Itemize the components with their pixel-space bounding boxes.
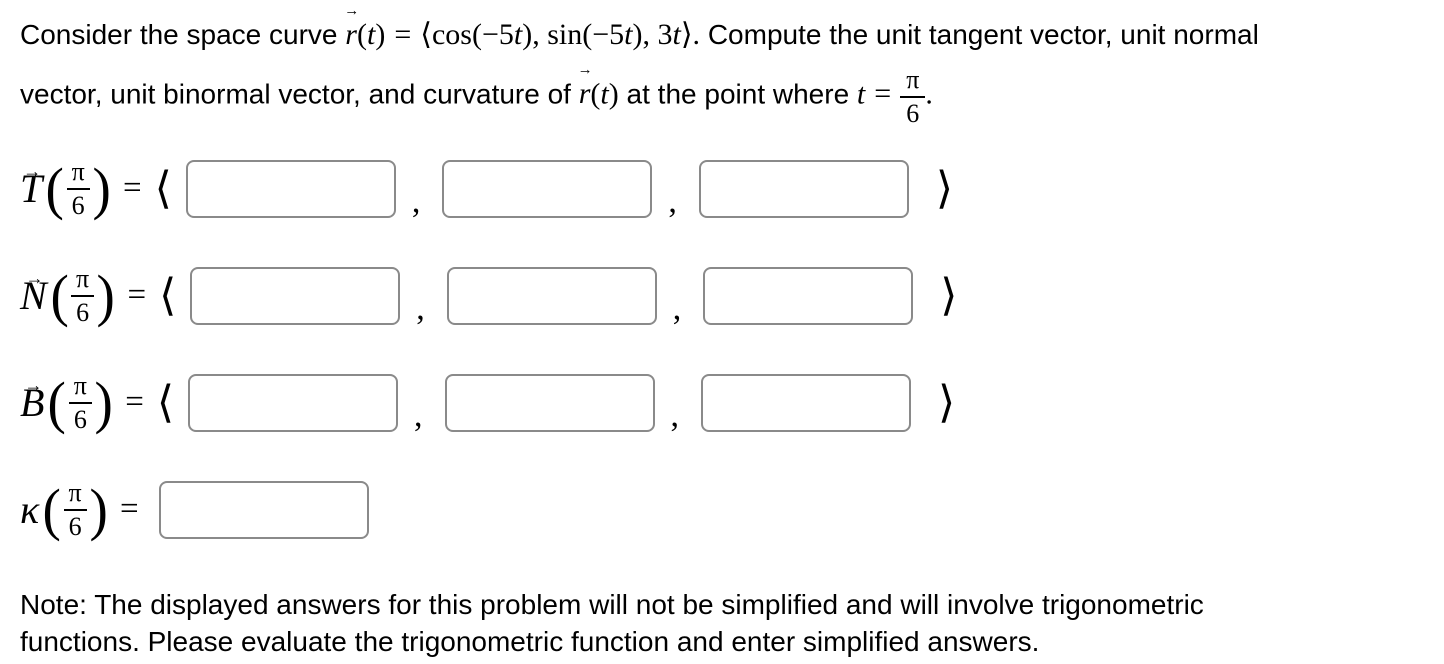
fraction-numerator: π — [68, 372, 92, 405]
t-variable: t — [366, 18, 376, 51]
right-angle-bracket: ⟩ — [938, 377, 956, 427]
big-right-paren: ) — [92, 155, 111, 221]
big-right-paren: ) — [89, 476, 108, 542]
fraction-denominator: 6 — [906, 99, 920, 129]
curvature-input[interactable] — [158, 480, 369, 539]
vector-arrow-icon: → — [24, 375, 43, 396]
equals-sign: = — [394, 18, 412, 51]
statement-line-2: vector, unit binormal vector, and curvat… — [20, 63, 1424, 129]
big-left-paren: ( — [45, 155, 65, 221]
equals-sign: = — [127, 277, 147, 314]
fraction-denominator: 6 — [71, 191, 85, 221]
t-variable: t — [513, 18, 523, 51]
comma-separator: , — [414, 396, 423, 434]
big-right-paren: ) — [94, 369, 113, 435]
left-angle-bracket: ⟨ — [159, 270, 177, 320]
fraction-denominator: 6 — [73, 405, 87, 435]
period: . — [692, 18, 701, 51]
normal-x-input[interactable] — [190, 266, 401, 325]
note-text: Note: The displayed answers for this pro… — [20, 586, 1424, 660]
problem-statement: Consider the space curve →r(t)=⟨cos(−5t)… — [20, 4, 1424, 129]
t-variable: t — [600, 77, 609, 111]
component-3-text: ), 3 — [632, 18, 673, 51]
statement-line-1: Consider the space curve →r(t)=⟨cos(−5t)… — [20, 4, 1424, 60]
tangent-x-input[interactable] — [185, 159, 396, 218]
r-vector-symbol: →r — [344, 4, 359, 60]
kappa-letter: κ — [20, 486, 40, 532]
note-line-1: Note: The displayed answers for this pro… — [20, 588, 1204, 620]
component-1-text: cos(−5 — [431, 18, 514, 51]
vector-arrow-icon: → — [344, 3, 360, 19]
comma-separator: , — [411, 182, 421, 220]
B-vector-symbol: →B — [20, 376, 45, 425]
equals-sign: = — [125, 384, 144, 421]
statement-where-text: at the point where — [626, 78, 850, 110]
N-vector-symbol: →N — [20, 269, 47, 318]
normal-y-input[interactable] — [446, 266, 657, 325]
fraction-numerator: π — [71, 265, 95, 298]
comma-separator: , — [670, 396, 680, 434]
t-variable: t — [672, 18, 681, 51]
component-2-text: ), sin(−5 — [522, 18, 625, 51]
normal-z-input[interactable] — [703, 266, 914, 325]
t-variable: t — [856, 77, 866, 111]
left-angle-bracket: ⟨ — [156, 377, 175, 427]
left-paren: ( — [590, 77, 601, 111]
comma-separator: , — [672, 289, 682, 327]
comma-separator: , — [668, 182, 677, 220]
fraction-numerator: π — [63, 479, 87, 512]
r-vector-symbol: →r — [578, 63, 593, 119]
right-paren: ) — [608, 77, 619, 111]
period: . — [925, 77, 933, 111]
equals-sign: = — [123, 170, 142, 207]
N-letter: N — [20, 272, 47, 318]
tangent-z-input[interactable] — [698, 159, 909, 218]
T-letter: T — [20, 165, 43, 211]
equals-sign: = — [120, 491, 139, 528]
big-left-paren: ( — [42, 476, 62, 542]
big-left-paren: ( — [47, 369, 67, 435]
fraction-denominator: 6 — [76, 298, 90, 328]
fraction-numerator: π — [66, 158, 90, 191]
statement-tail-text: Compute the unit tangent vector, unit no… — [707, 19, 1259, 50]
big-left-paren: ( — [50, 262, 69, 328]
right-angle-bracket: ⟩ — [935, 163, 954, 213]
vector-arrow-icon: → — [25, 268, 44, 289]
binormal-x-input[interactable] — [188, 373, 399, 432]
fraction-numerator: π — [900, 66, 926, 99]
binormal-y-input[interactable] — [444, 373, 655, 432]
equals-sign: = — [874, 77, 892, 111]
comma-separator: , — [416, 289, 425, 327]
left-paren: ( — [356, 18, 367, 51]
left-angle-bracket: ⟨ — [154, 163, 172, 213]
r-variable: r — [345, 18, 357, 51]
statement-line2-text: vector, unit binormal vector, and curvat… — [20, 78, 571, 110]
T-vector-symbol: →T — [20, 162, 43, 211]
vector-arrow-icon: → — [23, 161, 42, 182]
t-variable: t — [624, 18, 633, 51]
statement-intro-text: Consider the space curve — [20, 19, 338, 50]
tangent-y-input[interactable] — [442, 159, 653, 218]
right-angle-bracket: ⟩ — [680, 18, 693, 51]
big-right-paren: ) — [96, 262, 116, 328]
fraction-denominator: 6 — [68, 512, 82, 542]
right-paren: ) — [375, 18, 386, 51]
left-angle-bracket: ⟨ — [420, 18, 432, 51]
note-line-2: functions. Please evaluate the trigonome… — [20, 625, 1040, 657]
kappa-symbol: κ — [20, 486, 40, 532]
r-variable: r — [578, 77, 591, 111]
binormal-z-input[interactable] — [701, 373, 912, 432]
vector-arrow-icon: → — [577, 62, 593, 79]
right-angle-bracket: ⟩ — [940, 270, 958, 320]
B-letter: B — [20, 379, 45, 425]
